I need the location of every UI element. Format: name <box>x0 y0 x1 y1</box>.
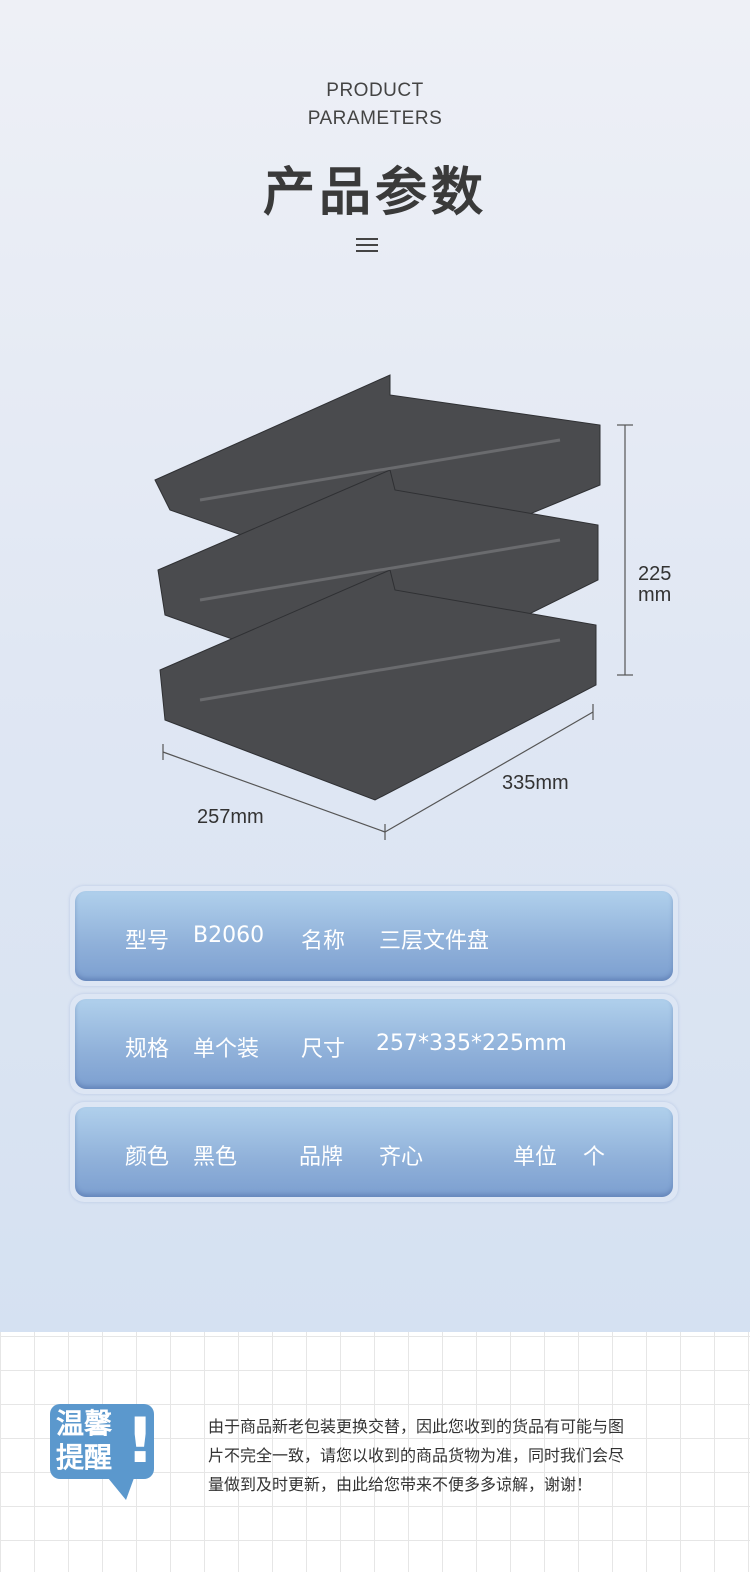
spec-value: 个 <box>583 1145 606 1170</box>
depth-label: 335mm <box>502 772 569 794</box>
spec-label: 品牌 <box>299 1145 344 1170</box>
spec-value: B2060 <box>193 923 265 948</box>
spec-value: 单个装 <box>193 1037 260 1062</box>
height-value: 225 <box>638 563 672 585</box>
badge-line1: 温馨 <box>56 1407 113 1440</box>
product-image-file-tray <box>154 374 633 840</box>
spec-label: 型号 <box>125 929 170 954</box>
spec-row-size: 规格 单个装 尺寸 257*335*225mm <box>70 994 678 1094</box>
spec-label: 颜色 <box>125 1145 170 1170</box>
notice-line: 由于商品新老包装更换交替，因此您收到的货品有可能与图 <box>208 1417 625 1436</box>
title-en-line2: PARAMETERS <box>307 108 443 129</box>
badge-line2: 提醒 <box>56 1441 113 1474</box>
menu-lines-icon <box>356 238 378 256</box>
spec-row-color: 颜色 黑色 品牌 齐心 单位 个 <box>70 1102 678 1202</box>
spec-value: 黑色 <box>193 1145 238 1170</box>
notice-line: 片不完全一致，请您以收到的商品货物为准，同时我们会尽 <box>208 1446 625 1465</box>
page-title: 产品参数 <box>262 163 487 223</box>
exclamation-icon: ! <box>126 1404 155 1477</box>
tray-tier-bottom <box>159 569 597 801</box>
notice-text: 由于商品新老包装更换交替，因此您收到的货品有可能与图 片不完全一致，请您以收到的… <box>208 1412 688 1499</box>
spec-label: 尺寸 <box>301 1037 346 1062</box>
width-label: 257mm <box>197 806 264 828</box>
height-unit: mm <box>638 584 672 606</box>
spec-label: 规格 <box>125 1037 170 1062</box>
spec-value: 257*335*225mm <box>376 1031 567 1056</box>
spec-value: 齐心 <box>379 1145 424 1170</box>
reminder-badge: 温馨提醒 ! <box>50 1404 154 1479</box>
spec-row-model: 型号 B2060 名称 三层文件盘 <box>70 886 678 986</box>
spec-label: 单位 <box>513 1145 558 1170</box>
spec-label: 名称 <box>301 929 346 954</box>
title-en-line1: PRODUCT <box>326 80 424 101</box>
notice-line: 量做到及时更新，由此给您带来不便多多谅解，谢谢！ <box>208 1475 593 1494</box>
spec-value: 三层文件盘 <box>379 929 490 954</box>
